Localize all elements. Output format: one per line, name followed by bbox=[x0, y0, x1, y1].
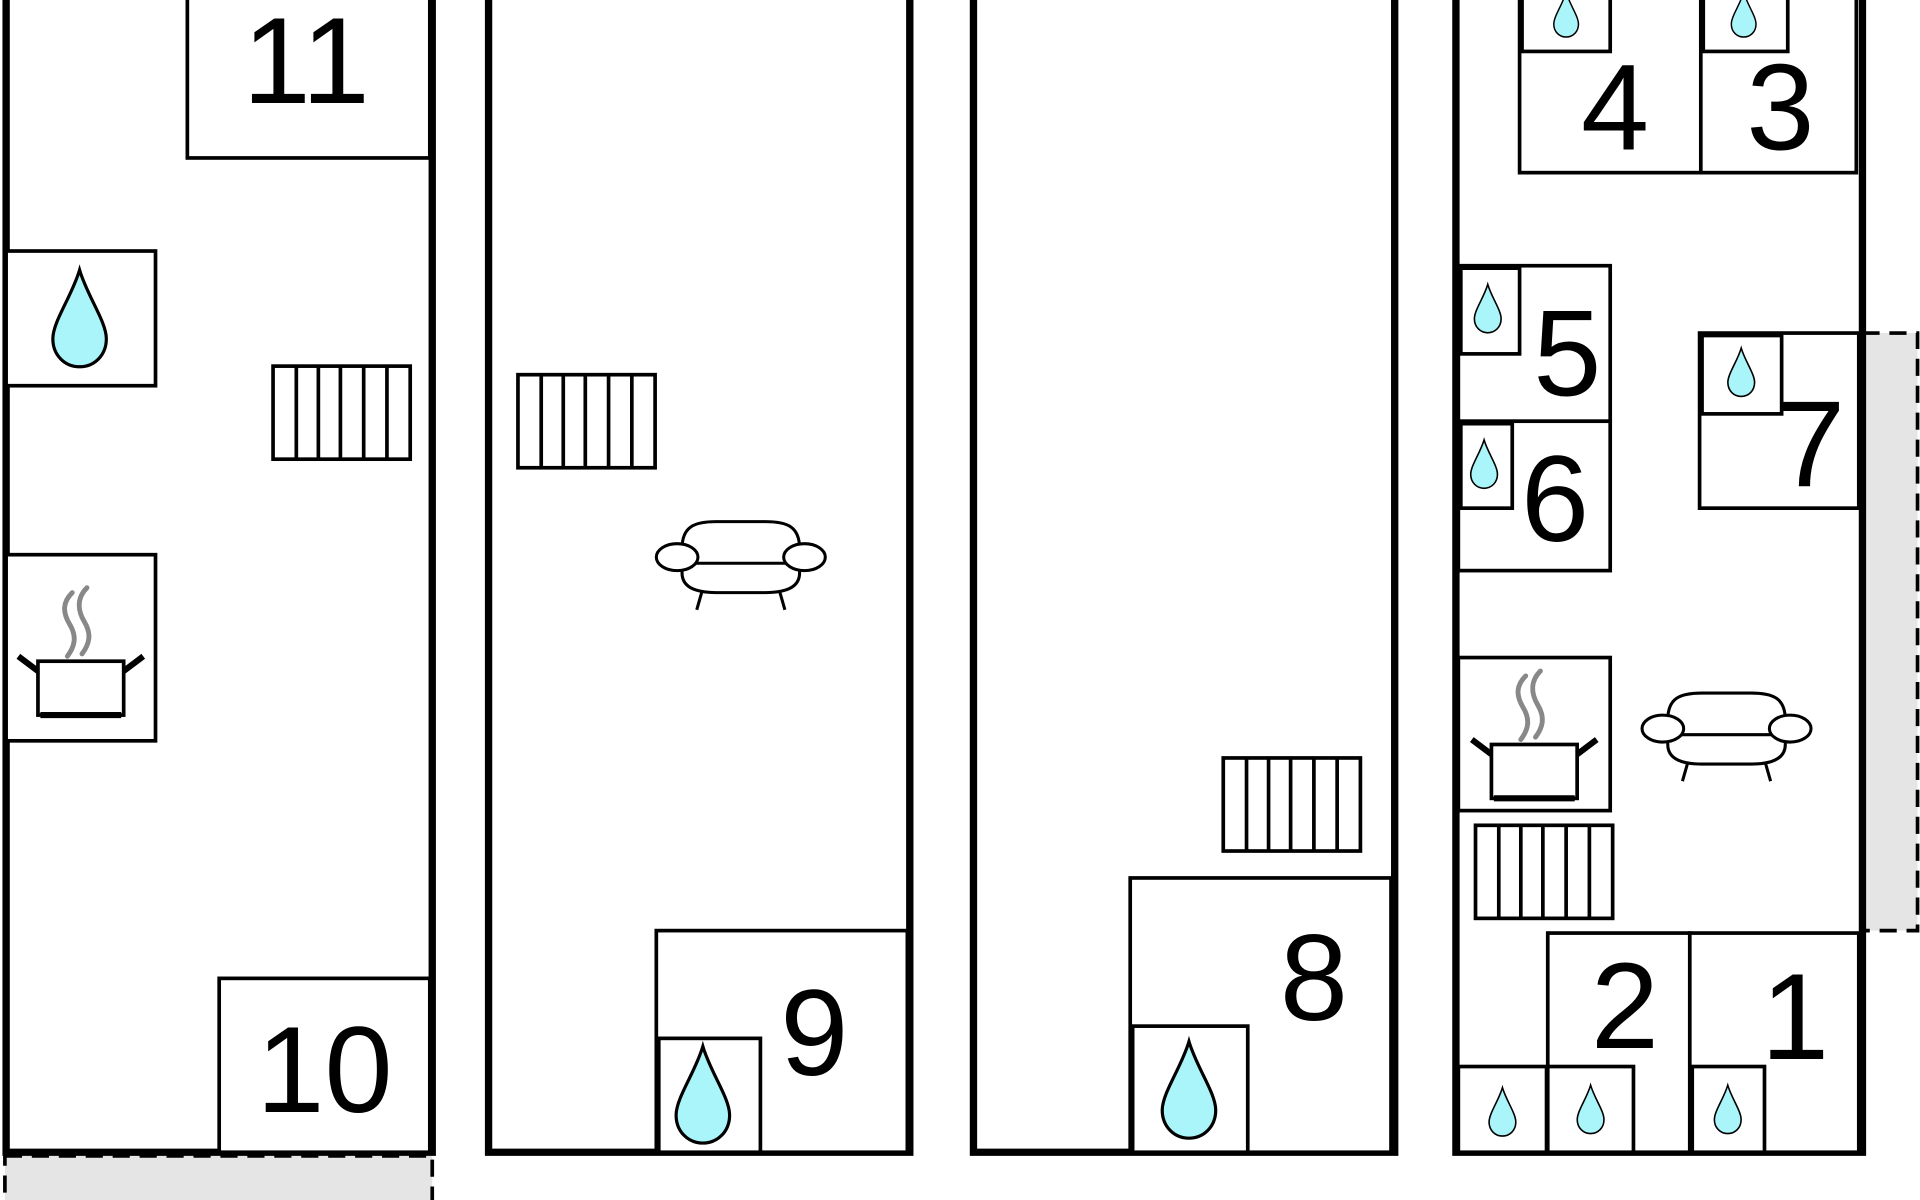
room-11-label: 11 bbox=[243, 0, 370, 129]
terrace-bottom-left bbox=[3, 1154, 435, 1200]
floor-4: 4 3 5 6 7 2 1 bbox=[1452, 0, 1867, 1156]
room-10-label: 10 bbox=[256, 1001, 392, 1138]
room-4-label: 4 bbox=[1581, 38, 1649, 175]
terrace-right bbox=[1860, 331, 1920, 933]
sofa-icon bbox=[654, 520, 827, 612]
floor-3: 8 bbox=[969, 0, 1399, 1156]
floor-1: 11 10 bbox=[2, 0, 436, 1156]
room-8-label: 8 bbox=[1280, 909, 1348, 1046]
room-10 bbox=[217, 976, 432, 1155]
room-9-label: 9 bbox=[780, 964, 848, 1101]
room-7-label: 7 bbox=[1777, 375, 1845, 512]
floor-2: 9 bbox=[484, 0, 914, 1156]
stairs-icon bbox=[271, 364, 413, 462]
room-6-label: 6 bbox=[1521, 430, 1589, 567]
room-1-label: 1 bbox=[1761, 948, 1829, 1085]
room-3-label: 3 bbox=[1746, 38, 1814, 175]
bathroom-room-1 bbox=[1690, 1064, 1767, 1155]
stairs-icon bbox=[1473, 823, 1615, 921]
stairs-icon bbox=[516, 372, 657, 470]
stairs-icon bbox=[1221, 756, 1363, 853]
room-11 bbox=[185, 0, 432, 160]
sofa-icon bbox=[1640, 691, 1813, 783]
room-5-label: 5 bbox=[1533, 285, 1601, 422]
room-2-label: 2 bbox=[1591, 937, 1659, 1074]
